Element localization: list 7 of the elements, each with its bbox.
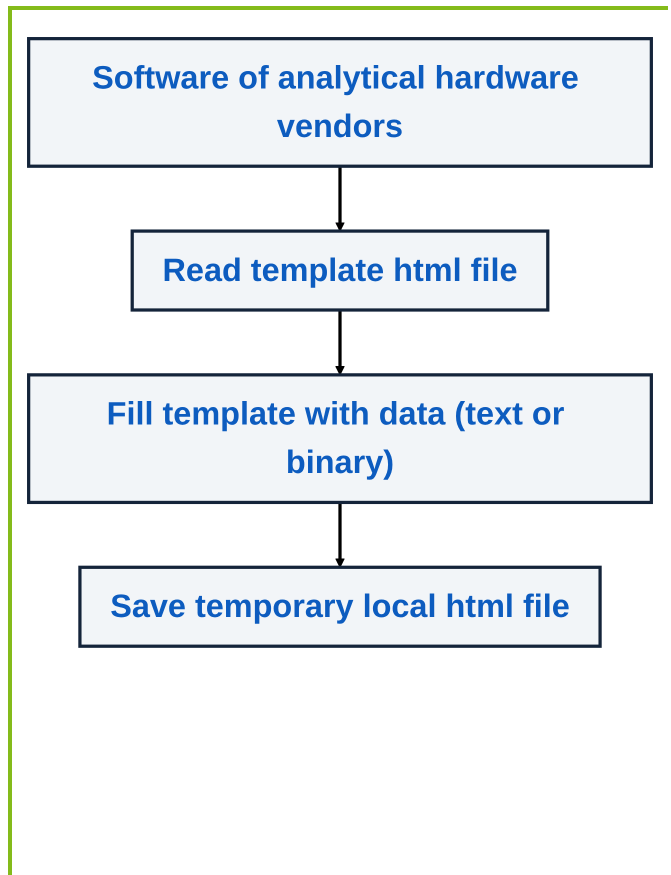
node-box: Fill template with data (text or binary) xyxy=(27,373,653,504)
arrow xyxy=(335,502,345,568)
node-box: Software of analytical hardware vendors xyxy=(27,37,653,168)
node-box: Read template html file xyxy=(130,229,550,312)
node-box: Save temporary local html file xyxy=(78,566,602,648)
arrow xyxy=(335,310,345,376)
arrow xyxy=(335,166,345,232)
